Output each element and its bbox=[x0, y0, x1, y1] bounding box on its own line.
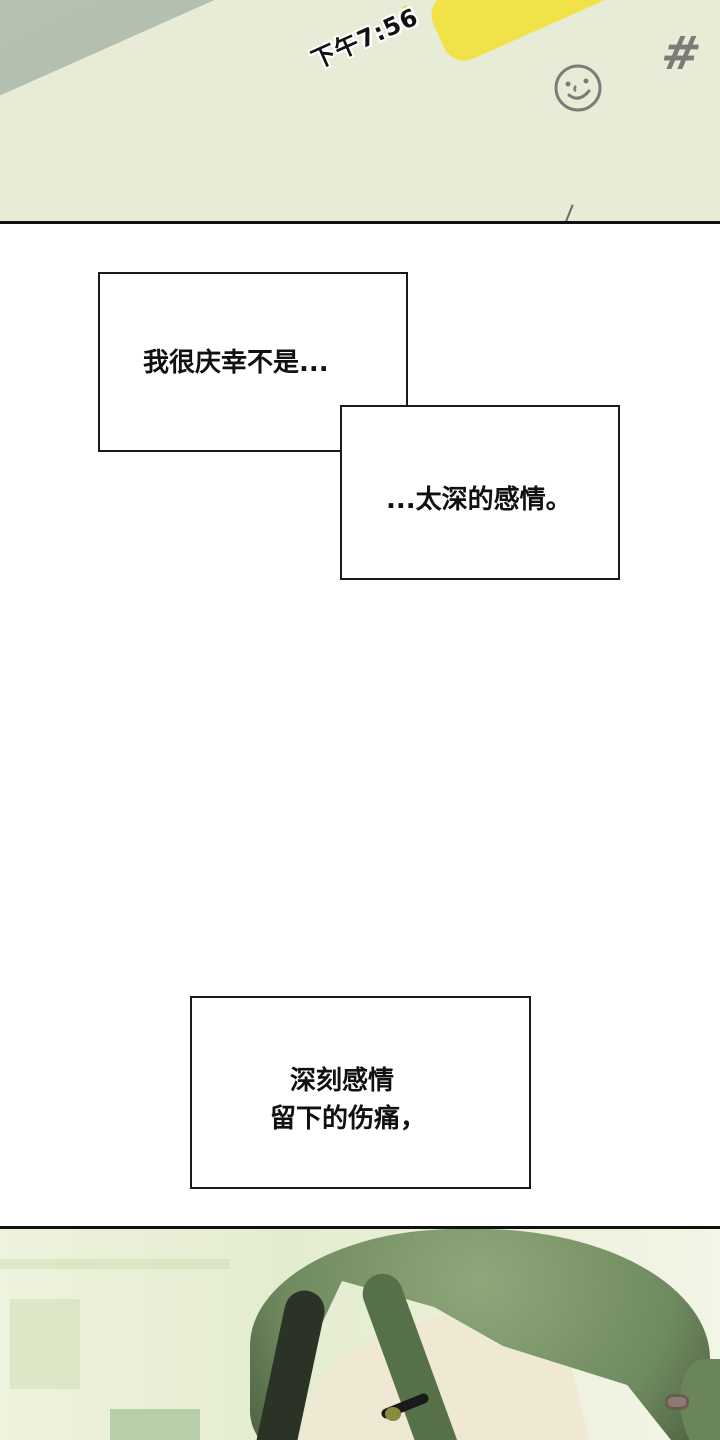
background-window bbox=[110, 1409, 200, 1440]
hash-icon: # bbox=[657, 26, 706, 80]
caption-box-3 bbox=[190, 996, 531, 1189]
character-iris bbox=[385, 1407, 401, 1421]
caption-text-2: ...太深的感情。 bbox=[386, 485, 572, 515]
background-window bbox=[10, 1299, 80, 1389]
background-window bbox=[0, 1259, 230, 1269]
emoji-icon bbox=[554, 64, 602, 112]
caption-join-mask bbox=[342, 407, 406, 450]
decor-line bbox=[564, 204, 574, 222]
hair-tie bbox=[665, 1394, 689, 1410]
caption-text-3-line1: 深刻感情 bbox=[290, 1066, 395, 1096]
chat-screen-panel: 1 下午7:56 # bbox=[0, 0, 720, 222]
caption-text-1: 我很庆幸不是... bbox=[143, 348, 329, 378]
message-timestamp: 下午7:56 bbox=[307, 2, 423, 75]
character-panel bbox=[0, 1226, 720, 1440]
message-bubble bbox=[424, 0, 636, 68]
caption-text-3-line2: 留下的伤痛， bbox=[270, 1104, 427, 1134]
panel-border bbox=[0, 221, 720, 224]
